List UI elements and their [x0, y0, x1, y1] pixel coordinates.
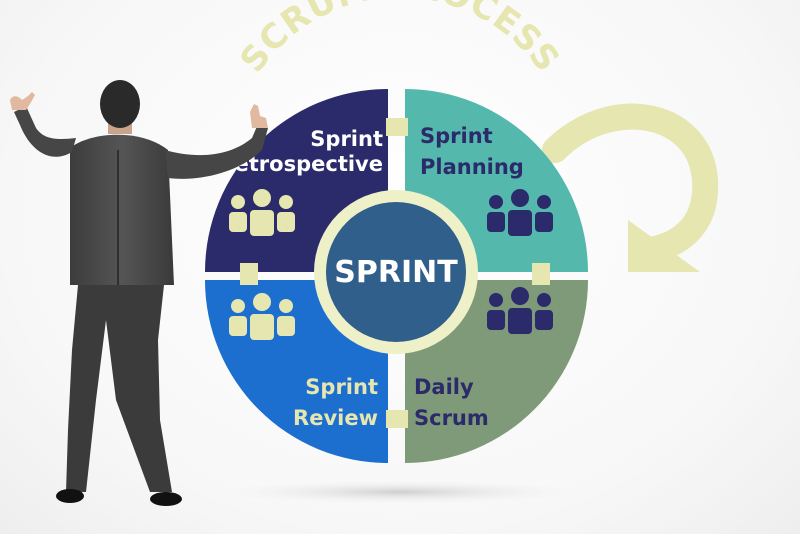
- quadrant-label-line1: Daily: [414, 375, 474, 399]
- floor-shadow: [190, 478, 610, 506]
- team-icon: [227, 187, 297, 238]
- person-head: [277, 193, 295, 211]
- team-icon: [485, 187, 555, 238]
- person-body: [506, 208, 534, 238]
- connector-tab: [532, 263, 550, 285]
- cycle-arrow-icon: [542, 103, 719, 272]
- team-icon: [485, 285, 555, 336]
- person-head: [229, 193, 247, 211]
- arc-title: SCRUM PROCESS: [233, 0, 568, 80]
- quadrant-label-line1: Sprint: [310, 127, 383, 151]
- person-head: [487, 291, 505, 309]
- person-head: [509, 187, 531, 209]
- person-head: [277, 297, 295, 315]
- person-body: [533, 308, 555, 332]
- person-head: [535, 291, 553, 309]
- person-body: [248, 208, 276, 238]
- person-body: [275, 314, 297, 338]
- person-head: [509, 285, 531, 307]
- person-head: [251, 187, 273, 209]
- center-circle: [326, 202, 466, 342]
- person-body: [533, 210, 555, 234]
- person-body: [485, 210, 507, 234]
- person-head: [487, 193, 505, 211]
- person-head: [251, 291, 273, 313]
- person-head: [229, 297, 247, 315]
- person-body: [227, 210, 249, 234]
- center-label: SPRINT: [334, 255, 458, 290]
- quadrant-label-line2: Planning: [420, 155, 524, 179]
- businessman-figure: [10, 80, 268, 506]
- person-head: [535, 193, 553, 211]
- person-body: [485, 308, 507, 332]
- quadrant-label-line1: Sprint: [420, 124, 493, 148]
- person-body: [227, 314, 249, 338]
- person-body: [248, 312, 276, 342]
- quadrant-label-line2: Scrum: [414, 406, 489, 430]
- quadrant-label-line2: Review: [293, 406, 378, 430]
- person-body: [275, 210, 297, 234]
- quadrant-label-line1: Sprint: [305, 375, 378, 399]
- connector-tab: [386, 118, 408, 136]
- connector-tab: [240, 263, 258, 285]
- connector-tab: [386, 410, 408, 428]
- team-icon: [227, 291, 297, 342]
- person-body: [506, 306, 534, 336]
- arc-title-text: SCRUM PROCESS: [233, 0, 567, 80]
